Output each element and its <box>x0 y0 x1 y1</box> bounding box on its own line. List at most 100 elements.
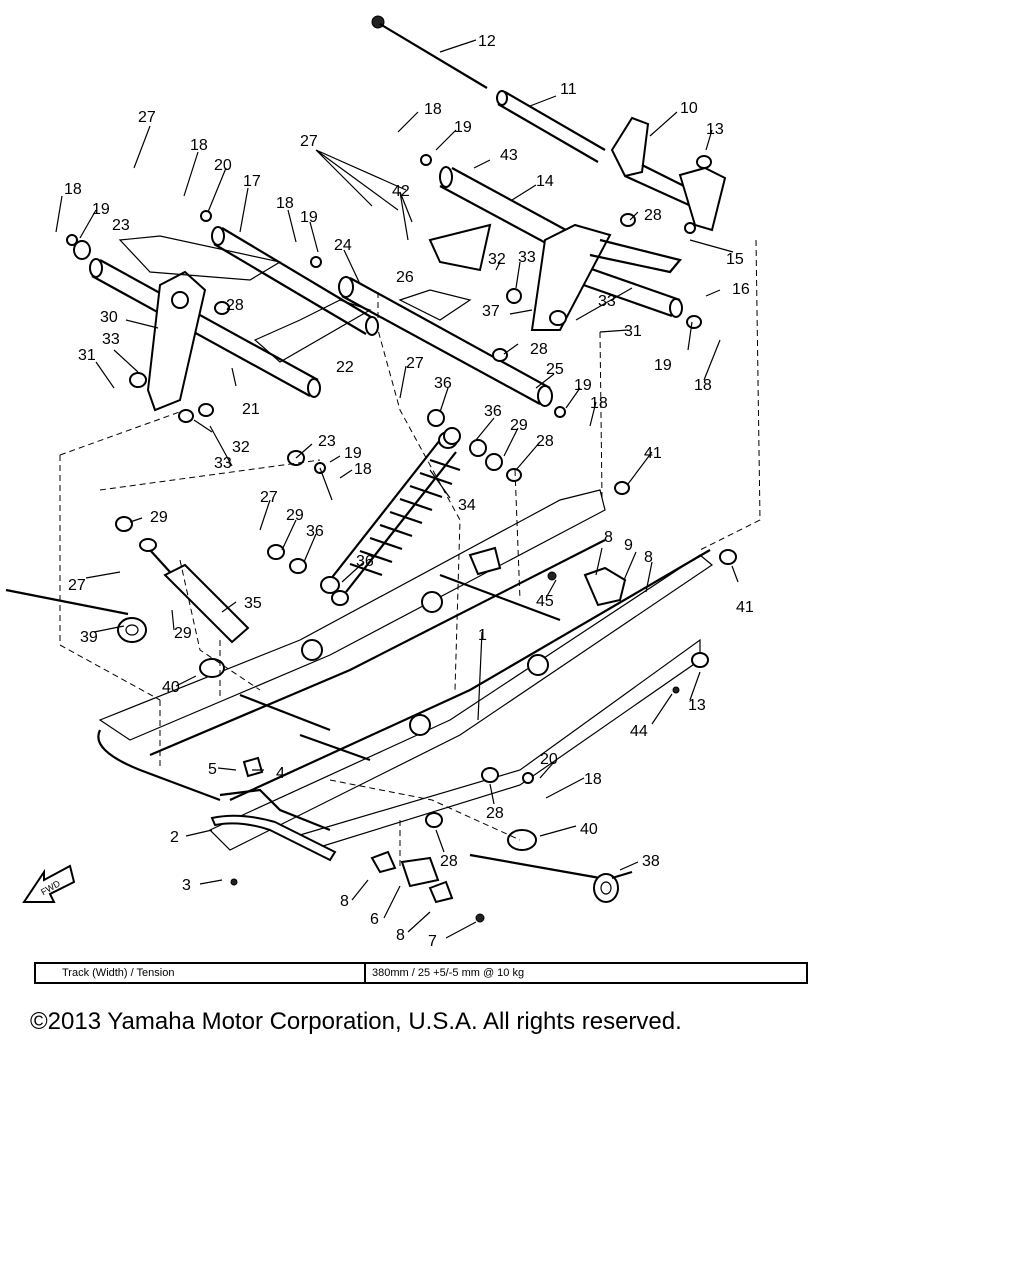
part-label: 44 <box>630 723 648 740</box>
small-parts <box>66 154 737 923</box>
shock-34 <box>320 431 461 594</box>
part-label: 23 <box>318 433 336 450</box>
part-label: 3 <box>182 877 191 894</box>
part-label: 28 <box>530 341 548 358</box>
part-label: 9 <box>624 537 633 554</box>
part-label: 19 <box>454 119 472 136</box>
part-label: 16 <box>732 281 750 298</box>
construction-lines <box>59 239 761 870</box>
leader-lines <box>55 39 739 939</box>
part-label: 19 <box>574 377 592 394</box>
part-label: 19 <box>92 201 110 218</box>
bracket-26 <box>398 223 492 321</box>
part-label: 20 <box>540 751 558 768</box>
part-label: 29 <box>150 509 168 526</box>
part-label: 30 <box>100 309 118 326</box>
part-label: 24 <box>334 237 352 254</box>
bracket-10 <box>610 116 727 232</box>
part-label: 28 <box>486 805 504 822</box>
arm-37 <box>530 223 682 331</box>
part-label: 29 <box>510 417 528 434</box>
part-labels: 12 11 10 13 27 18 19 27 43 18 20 17 14 4… <box>64 33 754 950</box>
part-label: 31 <box>624 323 642 340</box>
part-label: 12 <box>478 33 496 50</box>
part-label: 41 <box>644 445 662 462</box>
tube-24 <box>338 276 553 407</box>
fwd-arrow-icon: FWD <box>22 864 76 903</box>
part-label: 8 <box>604 529 613 546</box>
part-label: 5 <box>208 761 217 778</box>
part-label: 27 <box>260 489 278 506</box>
part-label: 32 <box>488 251 506 268</box>
part-label: 34 <box>458 497 476 514</box>
part-label: 7 <box>428 933 437 950</box>
spec-label: Track (Width) / Tension <box>36 964 366 982</box>
bracket-30 <box>146 270 207 412</box>
part-label: 36 <box>306 523 324 540</box>
part-label: 19 <box>344 445 362 462</box>
part-label: 18 <box>584 771 602 788</box>
part-label: 21 <box>242 401 260 418</box>
part-label: 18 <box>424 101 442 118</box>
spring-38 <box>469 853 633 903</box>
part-label: 28 <box>226 297 244 314</box>
part-label: 33 <box>518 249 536 266</box>
part-label: 38 <box>642 853 660 870</box>
part-label: 32 <box>232 439 250 456</box>
part-label: 22 <box>336 359 354 376</box>
part-label: 37 <box>482 303 500 320</box>
part-label: 20 <box>214 157 232 174</box>
shock-35 <box>139 538 250 644</box>
part-label: 15 <box>726 251 744 268</box>
part-label: 36 <box>356 553 374 570</box>
part-label: 6 <box>370 911 379 928</box>
spec-value: 380mm / 25 +5/-5 mm @ 10 kg <box>372 967 525 979</box>
part-label: 40 <box>162 679 180 696</box>
part-label: 27 <box>138 109 156 126</box>
part-label: 28 <box>440 853 458 870</box>
part-label: 39 <box>80 629 98 646</box>
parts-diagram: FWD 12 11 10 13 27 18 19 27 43 18 20 17 … <box>5 15 761 950</box>
part-label: 11 <box>560 81 577 98</box>
part-label: 33 <box>598 293 616 310</box>
part-label: 19 <box>654 357 672 374</box>
cross-shafts <box>239 573 561 762</box>
part-label: 2 <box>170 829 179 846</box>
part-label: 1 <box>478 627 487 644</box>
part-label: 35 <box>244 595 262 612</box>
part-label: 41 <box>736 599 754 616</box>
part-label: 4 <box>276 765 285 782</box>
part-label: 27 <box>406 355 424 372</box>
part-label: 8 <box>644 549 653 566</box>
spring-39 <box>5 588 147 643</box>
part-label: 10 <box>680 100 698 117</box>
part-label: 29 <box>286 507 304 524</box>
part-label: 13 <box>706 121 724 138</box>
part-label: 36 <box>484 403 502 420</box>
shaft-11 <box>496 90 606 163</box>
part-label: 26 <box>396 269 414 286</box>
part-label: 36 <box>434 375 452 392</box>
plate-left <box>118 235 372 363</box>
part-label: 28 <box>536 433 554 450</box>
part-label: 18 <box>276 195 294 212</box>
slide-rail-right <box>208 549 713 851</box>
part-label: 8 <box>340 893 349 910</box>
slide-rail-left <box>97 489 606 802</box>
part-label: 29 <box>174 625 192 642</box>
part-label: 31 <box>78 347 96 364</box>
part-label: 13 <box>688 697 706 714</box>
part-label: 42 <box>392 183 410 200</box>
part-label: 40 <box>580 821 598 838</box>
part-label: 27 <box>68 577 86 594</box>
spec-table: Track (Width) / Tension 380mm / 25 +5/-5… <box>34 962 808 984</box>
tube-21 <box>89 258 321 398</box>
part-label: 45 <box>536 593 554 610</box>
tube-17 <box>211 226 379 336</box>
part-label: 33 <box>102 331 120 348</box>
part-label: 28 <box>644 207 662 224</box>
part-label: 33 <box>214 455 232 472</box>
part-label: 23 <box>112 217 130 234</box>
part-label: 18 <box>694 377 712 394</box>
part-label: 18 <box>590 395 608 412</box>
